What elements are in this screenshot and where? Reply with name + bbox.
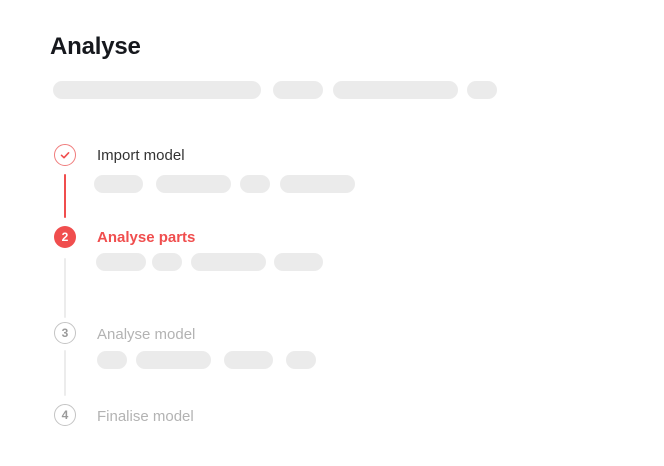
step-complete-marker — [54, 144, 76, 166]
skeleton-bar — [191, 253, 266, 271]
skeleton-bar — [97, 351, 127, 369]
step-number-badge: 3 — [54, 322, 76, 344]
skeleton-bar — [156, 175, 231, 193]
step-label: Import model — [97, 147, 185, 164]
step-connector-completed — [64, 174, 66, 218]
skeleton-bar — [224, 351, 273, 369]
check-icon — [60, 152, 70, 159]
step-label: Analyse parts — [97, 229, 196, 246]
page-title: Analyse — [50, 33, 141, 60]
step-number-badge: 4 — [54, 404, 76, 426]
step-number-badge: 2 — [54, 226, 76, 248]
step-connector — [64, 350, 66, 396]
skeleton-bar — [94, 175, 143, 193]
skeleton-bar — [286, 351, 316, 369]
skeleton-bar — [333, 81, 458, 99]
skeleton-bar — [152, 253, 182, 271]
step-connector — [64, 258, 66, 318]
skeleton-bar — [273, 81, 323, 99]
skeleton-bar — [274, 253, 323, 271]
skeleton-bar — [53, 81, 261, 99]
skeleton-bar — [280, 175, 355, 193]
skeleton-bar — [96, 253, 146, 271]
skeleton-bar — [240, 175, 270, 193]
skeleton-bar — [467, 81, 497, 99]
step-label: Finalise model — [97, 408, 194, 425]
skeleton-bar — [136, 351, 211, 369]
step-label: Analyse model — [97, 326, 196, 343]
